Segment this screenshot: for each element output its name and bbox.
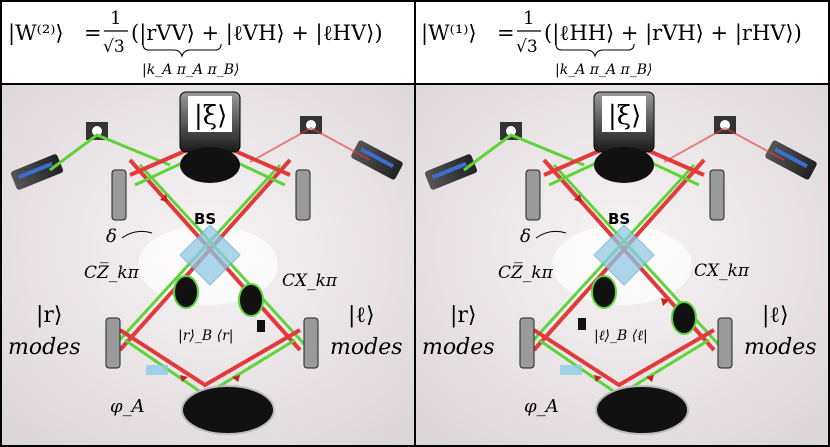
left-top-mirror-left-face	[92, 126, 102, 136]
right-mirror-lower-left	[519, 317, 535, 369]
left-delta-pointer	[121, 230, 153, 239]
left-projector-label: |r⟩_B ⟨r|	[178, 328, 233, 344]
right-coef-num: 1	[523, 8, 534, 29]
right-beam-splitter	[593, 224, 655, 286]
left-laser-right	[351, 140, 403, 180]
right-delta-label: δ	[520, 226, 531, 247]
left-modes-left-ket: |r⟩	[36, 303, 63, 328]
right-state-label: |W⁽¹⁾⟩	[421, 21, 477, 46]
left-bs-label: BS	[194, 210, 216, 228]
right-gate-left	[591, 275, 617, 309]
right-laser-left	[424, 154, 478, 190]
left-coef-den: √3	[103, 37, 125, 57]
right-delta-pointer	[535, 230, 567, 239]
right-underbrace	[555, 43, 635, 58]
left-mirror-upper-right	[295, 169, 311, 221]
left-mirror-lower-left	[105, 317, 121, 369]
right-projector-label: |ℓ⟩_B ⟨ℓ|	[594, 328, 648, 344]
right-underbrace-label: |k_A π_A π_B⟩	[555, 62, 652, 78]
left-setup: |ξ⟩ BS δ CZ̅_kπ CX_kπ |r⟩_B ⟨r| |r⟩ mode…	[2, 85, 414, 445]
left-modes-left-word: modes	[8, 335, 81, 360]
right-xi-label: |ξ⟩	[608, 101, 641, 131]
right-modes-left-word: modes	[422, 335, 495, 360]
left-modes-right-ket: |ℓ⟩	[348, 303, 375, 328]
left-gate-right-label: CX_kπ	[282, 271, 338, 291]
right-equals: =	[497, 21, 515, 45]
right-gate-right	[671, 301, 697, 335]
right-modes-right-ket: |ℓ⟩	[762, 303, 789, 328]
left-top-mirror-right-face	[306, 120, 316, 130]
left-gate-left-label: CZ̅_kπ	[84, 262, 140, 283]
right-coef-den: √3	[516, 37, 538, 57]
right-modes-left-ket: |r⟩	[450, 303, 477, 328]
left-mirror-lower-right	[303, 317, 319, 369]
left-xi-label: |ξ⟩	[194, 101, 227, 131]
left-coef-num: 1	[110, 8, 121, 29]
right-projector-element	[578, 318, 586, 330]
right-top-mirror-right-face	[720, 120, 730, 130]
left-modes-right-word: modes	[330, 335, 403, 360]
right-phi-label: φ_A	[524, 396, 559, 417]
right-gate-left-label: CZ̅_kπ	[498, 262, 554, 283]
left-phi-label: φ_A	[110, 396, 145, 417]
left-underbrace-label: |k_A π_A π_B⟩	[142, 62, 239, 78]
left-gate-right	[238, 283, 264, 317]
right-laser-right	[765, 140, 817, 180]
left-beam-splitter	[179, 224, 241, 286]
right-xi-source: |ξ⟩	[593, 91, 655, 183]
right-phase-plate	[560, 365, 582, 375]
left-phase-plate	[146, 365, 168, 375]
right-mirror-lower-right	[717, 317, 733, 369]
right-gate-right-label: CX_kπ	[694, 261, 750, 281]
left-projector-element	[257, 320, 265, 332]
left-gate-left	[173, 275, 199, 309]
right-mirror-upper-left	[525, 169, 541, 221]
right-detector	[595, 385, 689, 435]
left-xi-source: |ξ⟩	[179, 91, 241, 183]
right-top-mirror-left-face	[506, 126, 516, 136]
left-mirror-upper-left	[111, 169, 127, 221]
left-equation: |W⁽²⁾⟩ = 1 √3 (|rVV⟩ + |ℓVH⟩ + |ℓHV⟩) |k…	[8, 8, 383, 78]
right-equation: |W⁽¹⁾⟩ = 1 √3 (|ℓHH⟩ + |rVH⟩ + |rHV⟩) |k…	[421, 8, 802, 78]
right-modes-right-word: modes	[744, 335, 817, 360]
left-underbrace	[142, 43, 222, 58]
right-setup: |ξ⟩ BS δ CZ̅_kπ CX_kπ |ℓ⟩_B ⟨ℓ| |r⟩ mode…	[416, 85, 828, 445]
right-ket-terms: (|ℓHH⟩ + |rVH⟩ + |rHV⟩)	[544, 21, 802, 46]
right-bs-label: BS	[608, 210, 630, 228]
left-detector	[181, 385, 275, 435]
left-equals: =	[84, 21, 102, 45]
left-ket-terms: (|rVV⟩ + |ℓVH⟩ + |ℓHV⟩)	[131, 21, 383, 46]
left-delta-label: δ	[106, 226, 117, 247]
left-state-label: |W⁽²⁾⟩	[8, 21, 64, 46]
left-laser-left	[10, 154, 64, 190]
right-mirror-upper-right	[709, 169, 725, 221]
